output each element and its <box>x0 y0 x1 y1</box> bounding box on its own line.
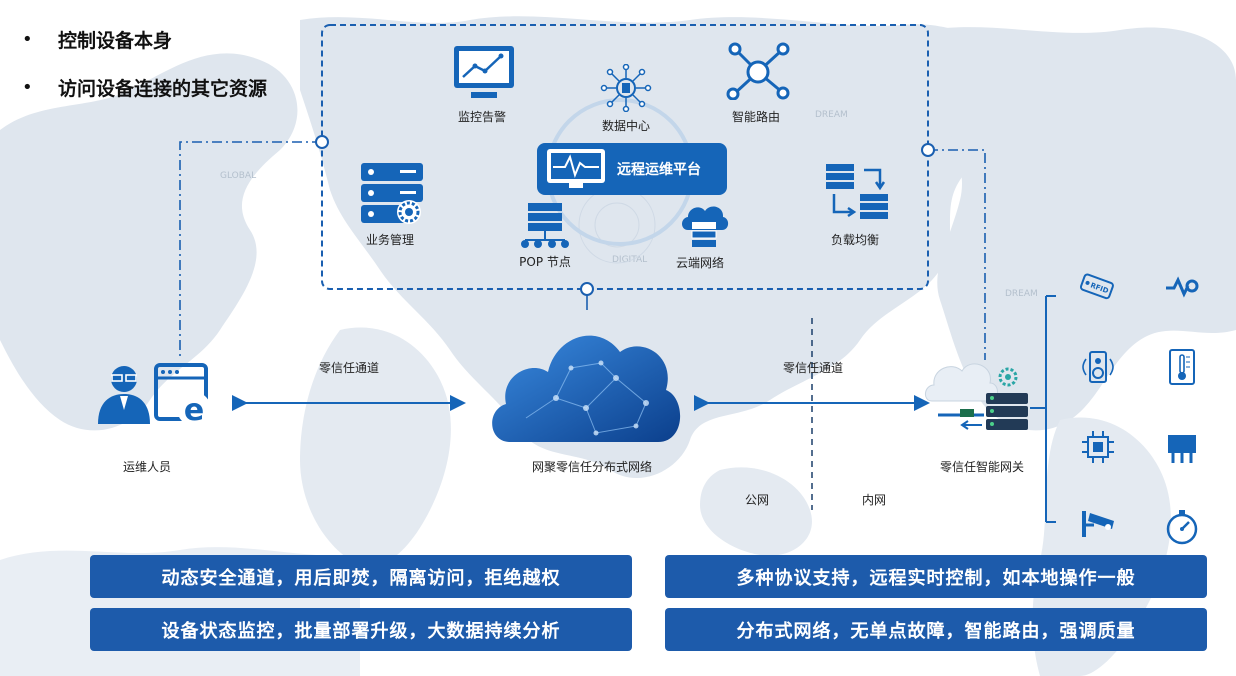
bullet-item: • 控制设备本身 <box>22 26 267 52</box>
zone-label-public: 公网 <box>744 493 770 507</box>
thermometer-icon <box>1169 349 1195 385</box>
feature-banner: 多种协议支持，远程实时控制，如本地操作一般 <box>665 555 1207 598</box>
channel-label-right: 零信任通道 <box>782 361 844 375</box>
platform-title: 远程运维平台 <box>617 162 701 178</box>
watermark-global: GLOBAL <box>220 171 256 181</box>
operator-label: 运维人员 <box>122 460 172 474</box>
module-icon <box>1168 435 1196 463</box>
rfid-tag-icon: RFID <box>1079 273 1114 300</box>
remote-ops-platform: 远程运维平台 <box>537 143 727 195</box>
module-label-monitor: 监控告警 <box>457 110 507 124</box>
gauge-icon <box>1166 510 1198 545</box>
watermark-dream: DREAM <box>815 110 848 120</box>
data-center-icon <box>600 64 652 112</box>
module-label-datacenter: 数据中心 <box>601 119 651 133</box>
signal-sensor-icon <box>1166 276 1199 298</box>
bullet-dot: • <box>22 28 33 50</box>
monitor-chart-icon <box>454 46 514 98</box>
zero-trust-cloud-icon <box>492 335 681 442</box>
operator-icon: e <box>98 363 211 428</box>
feature-banner: 分布式网络，无单点故障，智能路由，强调质量 <box>665 608 1207 651</box>
watermark-dream-2: DREAM <box>1005 289 1038 299</box>
speaker-icon <box>1082 351 1114 383</box>
module-label-business: 业务管理 <box>365 233 415 247</box>
business-server-icon <box>361 163 423 224</box>
feature-banner: 设备状态监控，批量部署升级，大数据持续分析 <box>90 608 632 651</box>
module-label-loadbalance: 负载均衡 <box>830 233 880 247</box>
cloud-label: 网聚零信任分布式网络 <box>531 460 653 474</box>
bullet-dot: • <box>22 76 33 98</box>
bullet-list: • 控制设备本身 • 访问设备连接的其它资源 <box>22 26 267 122</box>
camera-icon <box>1082 511 1114 537</box>
bullet-text: 访问设备连接的其它资源 <box>58 77 268 100</box>
module-label-routing: 智能路由 <box>731 110 781 124</box>
channel-label-left: 零信任通道 <box>318 361 380 375</box>
module-label-cloudnet: 云端网络 <box>675 256 725 270</box>
gateway-label: 零信任智能网关 <box>939 460 1025 474</box>
cloud-network-icon <box>682 206 729 247</box>
zero-trust-gateway-icon <box>925 363 1028 430</box>
bullet-item: • 访问设备连接的其它资源 <box>22 74 267 100</box>
bullet-text: 控制设备本身 <box>58 29 173 52</box>
svg-text:e: e <box>184 393 204 428</box>
watermark-digital: DIGITAL <box>612 255 647 265</box>
module-label-pop: POP 节点 <box>519 255 571 269</box>
zone-label-internal: 内网 <box>861 493 887 507</box>
feature-banner: 动态安全通道，用后即焚，隔离访问，拒绝越权 <box>90 555 632 598</box>
platform-monitor-icon <box>547 149 605 188</box>
chip-icon <box>1082 431 1114 463</box>
load-balance-icon <box>826 164 888 219</box>
smart-routing-icon <box>726 42 790 100</box>
pop-node-icon <box>521 203 569 248</box>
